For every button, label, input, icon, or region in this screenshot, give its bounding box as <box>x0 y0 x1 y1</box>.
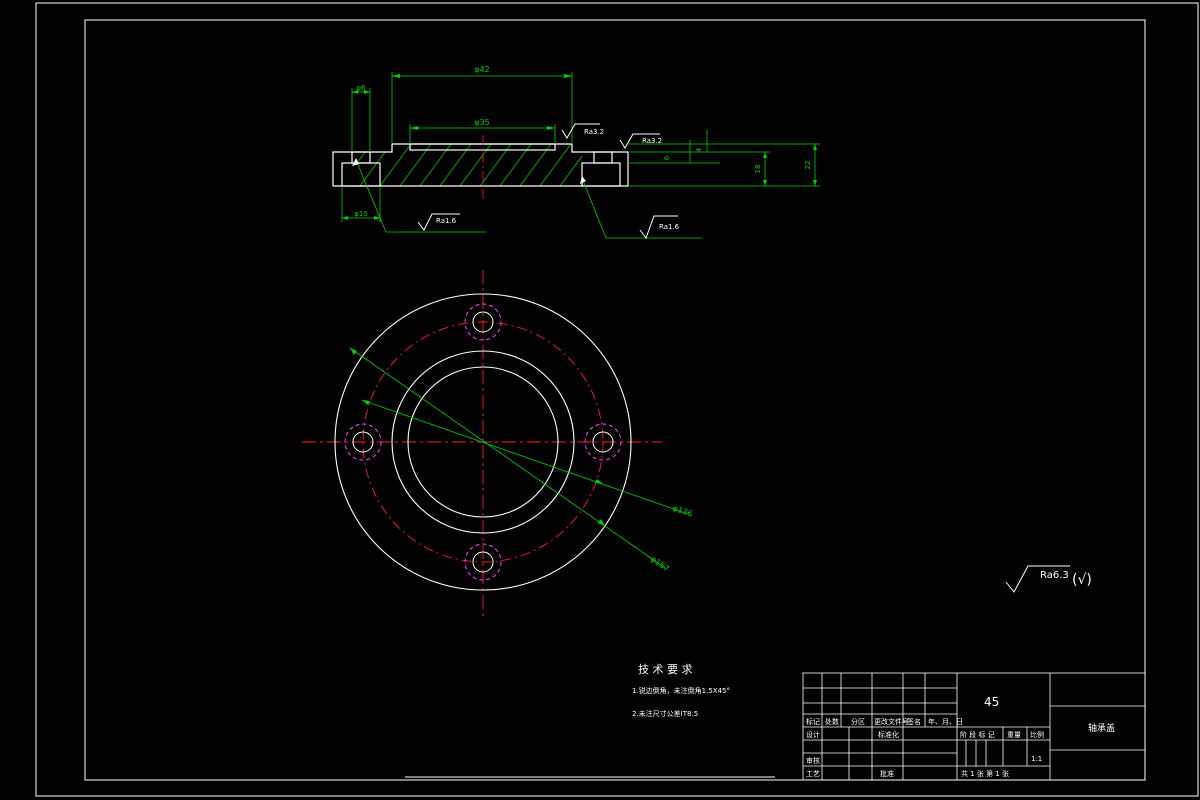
technical-requirements: 技 术 要 求 1.锐边倒角，未注倒角1.5X45° 2.未注尺寸公差IT8.5 <box>632 663 730 718</box>
inner-recess <box>409 143 556 151</box>
tb-approve: 批准 <box>880 769 894 778</box>
dim-phi42: φ42 <box>474 65 489 74</box>
dim-phi157: φ157 <box>649 554 671 573</box>
tb-weight: 重量 <box>1007 731 1021 739</box>
roughness-left-bottom-label: Ra1.6 <box>436 217 457 225</box>
section-view: φ42 φ35 φ6 φ10 4 6 18 22 Ra3.2 Ra3.2 Ra1… <box>332 65 820 240</box>
dim-phi35: φ35 <box>474 118 489 127</box>
tb-review: 审核 <box>806 756 820 765</box>
tb-mark: 标记 <box>806 717 820 726</box>
counterbore-bottom <box>464 543 502 581</box>
tb-scale: 比例 <box>1030 730 1044 739</box>
dim-h4: 4 <box>695 147 703 152</box>
leader-phi136 <box>361 399 689 515</box>
tb-stage: 阶 段 标 记 <box>960 730 995 739</box>
dim-phi136: φ136 <box>671 503 693 518</box>
tb-sheet-info: 共 1 张 第 1 张 <box>961 769 1009 778</box>
title-block-text: 标记 处数 分区 更改文件号 签名 年、月、日 设计 标准化 审核 工艺 批准 … <box>806 695 1115 778</box>
counterbore-top <box>464 303 502 341</box>
dim-h6: 6 <box>663 155 671 160</box>
tb-change-doc: 更改文件号 <box>874 717 909 726</box>
roughness-symbols <box>417 123 678 240</box>
title-block <box>802 672 1146 781</box>
tech-req-title: 技 术 要 求 <box>638 663 693 676</box>
general-roughness-label: Ra6.3 <box>1040 570 1069 581</box>
bolt-hole-right <box>592 431 614 453</box>
right-counterbore <box>593 151 613 164</box>
counterbore-left <box>344 423 382 461</box>
tb-count: 处数 <box>825 717 839 726</box>
dim-phi6: φ6 <box>356 84 366 92</box>
roughness-top-label: Ra3.2 <box>584 128 604 136</box>
flange-outer-circle <box>334 293 632 591</box>
right-bolt-hole <box>581 162 621 187</box>
plan-view: φ136 φ157 <box>302 270 694 616</box>
bolt-hole-top <box>472 311 494 333</box>
tb-date: 年、月、日 <box>928 717 963 726</box>
left-counterbore <box>351 151 371 164</box>
dimension-arrows <box>342 74 817 220</box>
tech-req-line1: 1.锐边倒角，未注倒角1.5X45° <box>632 686 730 695</box>
tb-zone: 分区 <box>851 717 865 726</box>
bore-circle <box>407 366 559 518</box>
general-roughness-suffix: (√) <box>1072 572 1092 588</box>
bolt-circle <box>362 321 604 563</box>
roughness-right-label: Ra3.2 <box>642 137 662 145</box>
boss-circle <box>391 350 575 534</box>
outer-border <box>35 2 1199 797</box>
roughness-right-bottom-label: Ra1.6 <box>659 223 680 231</box>
tb-part-name: 轴承盖 <box>1088 722 1115 734</box>
section-dimensions <box>341 72 820 239</box>
bolt-hole-left <box>352 431 374 453</box>
dim-h22: 22 <box>804 161 812 170</box>
counterbore-right <box>584 423 622 461</box>
tb-material: 45 <box>984 695 999 709</box>
dim-phi10: φ10 <box>354 210 368 218</box>
inner-border <box>84 19 1146 781</box>
leader-phi157 <box>349 347 666 569</box>
tb-standardize: 标准化 <box>878 730 899 739</box>
tech-req-line2: 2.未注尺寸公差IT8.5 <box>632 709 698 718</box>
general-roughness: Ra6.3 (√) <box>1005 565 1092 593</box>
tb-sign: 签名 <box>907 717 921 726</box>
bolt-hole-bottom <box>472 551 494 573</box>
tb-design: 设计 <box>806 730 820 739</box>
tb-process: 工艺 <box>806 770 820 778</box>
dim-h18: 18 <box>754 165 762 174</box>
tb-scale-value: 1:1 <box>1031 755 1042 763</box>
